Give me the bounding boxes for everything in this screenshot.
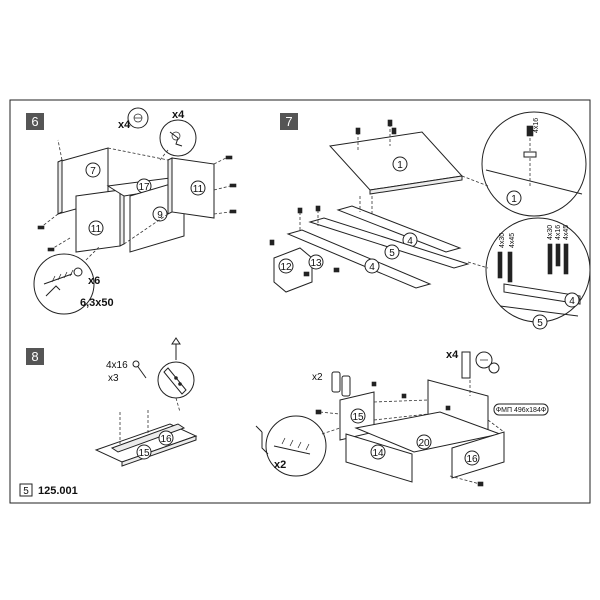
step8-screw-qty: x3: [108, 373, 119, 384]
step-8-badge: [26, 348, 44, 365]
screw-callout-step8: [265, 415, 327, 477]
screw-4x30-icon: [497, 251, 503, 279]
part-11-right-label: 11: [193, 184, 204, 195]
part-7-label: 7: [90, 166, 96, 177]
part-15-left-label: 15: [138, 448, 150, 459]
hex-key-icon: [45, 285, 61, 297]
part-14-label: 14: [372, 448, 384, 459]
step6-qty-screw: x6: [88, 275, 100, 287]
part-4-bottom-label: 4: [369, 262, 375, 273]
part-16-left-label: 16: [160, 434, 172, 445]
page-number: 5: [23, 486, 29, 497]
step8-screw-size: 4x16: [106, 360, 128, 371]
part-13-label: 13: [310, 258, 322, 269]
step-7-number: 7: [285, 114, 292, 129]
step-7-badge: [280, 113, 298, 130]
screw-4x16-icon: [526, 125, 534, 137]
part-17-label: 17: [138, 182, 150, 193]
callout-size-4: 4x16: [555, 225, 562, 240]
part-9-label: 9: [157, 210, 163, 221]
part-12-label: 12: [280, 262, 292, 273]
part-16-right-label: 16: [466, 454, 478, 465]
step-6-panel: 6 7 11 17 9 11: [26, 107, 237, 315]
part-5-label: 5: [389, 248, 395, 259]
callout-top-size: 4x16: [533, 118, 540, 133]
screw-icon: [43, 273, 73, 285]
screw-4x45-icon: [507, 251, 513, 283]
callout-size-3: 4x30: [547, 225, 554, 240]
step-6-badge: [26, 113, 44, 130]
callout-size-5: 4x45: [563, 225, 570, 240]
step6-qty-cam: x4: [172, 109, 185, 121]
part-11-left-label: 11: [91, 224, 102, 235]
step-8-number: 8: [31, 349, 38, 364]
step6-screw-size: 6,3x50: [80, 297, 114, 309]
callout-part-4: 4: [569, 296, 575, 307]
callout-top-part: 1: [511, 194, 517, 205]
dowel-qty: x2: [312, 372, 323, 383]
callout-part-5: 5: [537, 318, 543, 329]
dowel-icon: [331, 371, 341, 393]
step-7-panel: 7 1 4 5 4 12 13: [269, 111, 591, 330]
guide-label: ФМП 496x184Ф: [496, 407, 546, 414]
part-15-right-label: 15: [352, 412, 364, 423]
callout-size-2: 4x45: [509, 233, 516, 248]
callout-size-1: 4x30: [499, 233, 506, 248]
guide-label-box: [493, 403, 549, 416]
step-8-panel: 8 4x16 x3 15 16 x2 x4: [26, 337, 549, 487]
screw-qty-step8: x2: [274, 459, 286, 471]
callout-top-circle: [481, 111, 587, 217]
cam-bolt-step8-icon: [461, 351, 471, 379]
part-4-top-label: 4: [407, 236, 413, 247]
model-code: 125.001: [38, 485, 78, 497]
step6-qty-top: x4: [118, 119, 131, 131]
cam-bolt-icon: [169, 131, 183, 147]
page-number-box: [19, 483, 33, 497]
rail-5: [308, 217, 470, 269]
part-1-label: 1: [397, 160, 403, 171]
part-20-label: 20: [418, 438, 430, 449]
screw-icon-step8b: [273, 445, 311, 455]
cam-qty-step8: x4: [446, 349, 459, 361]
step-6-number: 6: [31, 114, 38, 129]
hex-key-step8-icon: [255, 425, 269, 455]
